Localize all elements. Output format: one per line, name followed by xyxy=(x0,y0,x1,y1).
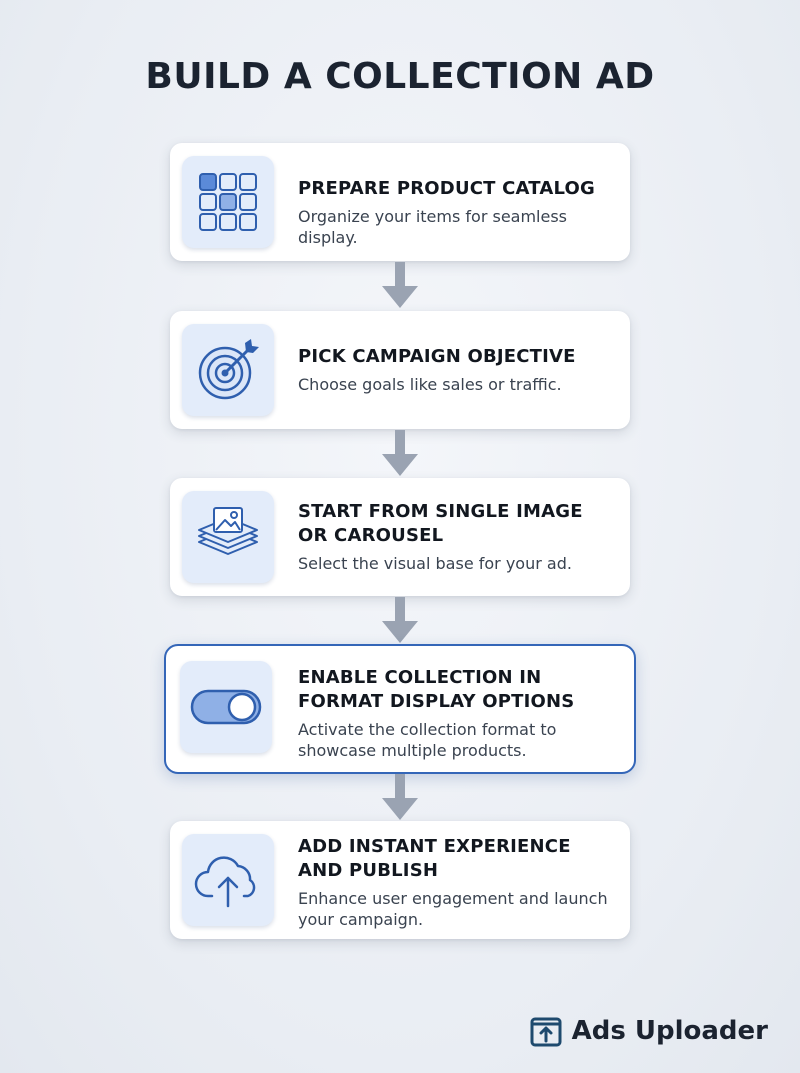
down-arrow-icon xyxy=(382,430,418,476)
brand-name: Ads Uploader xyxy=(571,1016,768,1046)
step-card-instant-experience: ADD INSTANT EXPERIENCE AND PUBLISH Enhan… xyxy=(170,821,630,939)
upload-box-icon xyxy=(530,1017,562,1047)
icon-tile xyxy=(180,661,272,753)
toggle-icon xyxy=(190,689,262,725)
icon-tile xyxy=(182,491,274,583)
step-description: Choose goals like sales or traffic. xyxy=(298,375,562,394)
step-description: Enhance user engagement and launch your … xyxy=(298,889,608,929)
step-card-campaign-objective: PICK CAMPAIGN OBJECTIVE Choose goals lik… xyxy=(170,311,630,429)
down-arrow-icon xyxy=(382,774,418,820)
brand-logo: Ads Uploader xyxy=(530,1015,768,1047)
step-card-prepare-catalog: PREPARE PRODUCT CATALOG Organize your it… xyxy=(170,143,630,261)
icon-tile xyxy=(182,834,274,926)
step-title: ADD INSTANT EXPERIENCE AND PUBLISH xyxy=(298,836,571,881)
image-layers-icon xyxy=(198,507,258,555)
step-title: PREPARE PRODUCT CATALOG xyxy=(298,178,595,199)
step-title: ENABLE COLLECTION IN FORMAT DISPLAY OPTI… xyxy=(298,667,575,712)
step-description: Organize your items for seamless display… xyxy=(298,207,568,247)
step-description: Select the visual base for your ad. xyxy=(298,554,572,573)
down-arrow-icon xyxy=(382,597,418,643)
grid-catalog-icon xyxy=(199,173,257,231)
step-card-enable-collection: ENABLE COLLECTION IN FORMAT DISPLAY OPTI… xyxy=(164,644,636,774)
page-title: BUILD A COLLECTION AD xyxy=(145,56,655,97)
target-icon xyxy=(198,339,259,400)
step-title: PICK CAMPAIGN OBJECTIVE xyxy=(298,346,576,367)
step-title: START FROM SINGLE IMAGE OR CAROUSEL xyxy=(298,501,583,546)
icon-tile xyxy=(182,324,274,416)
down-arrow-icon xyxy=(382,262,418,308)
cloud-upload-icon xyxy=(194,856,256,908)
step-card-single-image-carousel: START FROM SINGLE IMAGE OR CAROUSEL Sele… xyxy=(170,478,630,596)
icon-tile xyxy=(182,156,274,248)
step-description: Activate the collection format to showca… xyxy=(298,720,557,760)
